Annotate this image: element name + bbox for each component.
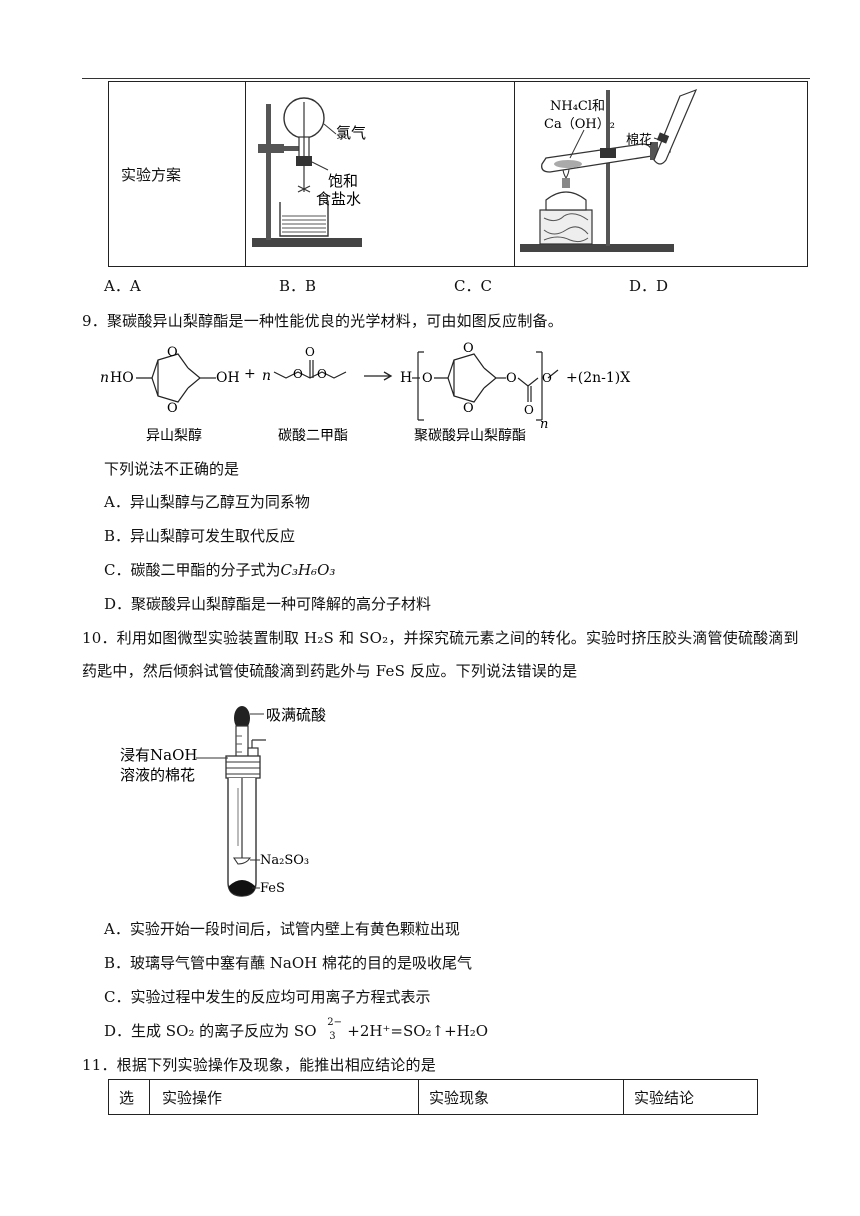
label-fes: FeS: [260, 881, 285, 896]
apparatus-ammonia-figure: NH₄Cl和 Ca（OH）₂ 棉花: [520, 88, 698, 252]
option-8-a[interactable]: A．A: [104, 277, 141, 295]
apparatus-chlorine-figure: 氯气 饱和 食盐水: [252, 97, 366, 247]
svg-text:O: O: [167, 401, 178, 416]
svg-text:O: O: [167, 345, 178, 360]
q9-prompt: 下列说法不正确的是: [104, 460, 240, 478]
label-cotton-c: 棉花: [626, 132, 652, 148]
alcohol-lamp: [545, 191, 587, 211]
svg-text:O: O: [463, 401, 474, 416]
stopper: [225, 755, 261, 779]
q9-option-b[interactable]: B．异山梨醇可发生取代反应: [104, 527, 296, 545]
label-saturated: 饱和: [328, 172, 358, 190]
q11-header-conclusion: 实验结论: [623, 1079, 758, 1115]
svg-text:n: n: [100, 370, 109, 386]
dropper-bulb: [234, 706, 250, 730]
q9-stem: 9．聚碳酸异山梨醇酯是一种性能优良的光学材料，可由如图反应制备。: [82, 312, 563, 330]
label-na2so3: Na₂SO₃: [260, 853, 309, 868]
spatula: [232, 857, 252, 865]
polymer-structure: [412, 351, 559, 421]
label-brine: 食盐水: [316, 190, 361, 208]
q10-option-c[interactable]: C．实验过程中发生的反应均可用离子方程式表示: [104, 988, 431, 1006]
q11-header-option: 选: [108, 1079, 150, 1115]
q9-option-a[interactable]: A．异山梨醇与乙醇互为同系物: [104, 493, 310, 511]
svg-text:O: O: [524, 403, 534, 417]
dmc-structure: [273, 360, 347, 379]
svg-text:O: O: [305, 345, 315, 359]
q10-stem-line2: 药匙中，然后倾斜试管使硫酸滴到药匙外与 FeS 反应。下列说法错误的是: [82, 662, 578, 680]
svg-text:O: O: [463, 341, 474, 356]
stand-rod-c: [606, 90, 610, 246]
row-label-cell: 实验方案: [108, 81, 246, 267]
q11-header-phenomenon: 实验现象: [418, 1079, 624, 1115]
svg-text:n: n: [540, 417, 548, 432]
svg-text:+(2n-1)X: +(2n-1)X: [566, 370, 630, 386]
svg-text:O: O: [317, 367, 327, 381]
stand-base-c: [520, 244, 674, 252]
reaction-arrow: [364, 371, 393, 381]
option-8-d[interactable]: D．D: [629, 277, 669, 295]
label-nh4cl: NH₄Cl和: [550, 99, 605, 114]
label-cotton-solution: 溶液的棉花: [120, 766, 195, 784]
q11-table: 选 实验操作 实验现象 实验结论: [108, 1079, 758, 1115]
isosorbide-structure: [136, 353, 216, 403]
q10-option-a[interactable]: A．实验开始一段时间后，试管内壁上有黄色颗粒出现: [104, 920, 460, 938]
formula-c3h6o3: C₃H₆O₃: [280, 561, 336, 579]
q9-option-d[interactable]: D．聚碳酸异山梨醇酯是一种可降解的高分子材料: [104, 595, 432, 613]
label-caoh2: Ca（OH）₂: [544, 117, 615, 132]
beaker: [279, 202, 329, 237]
q11-stem: 11．根据下列实验操作及现象，能推出相应结论的是: [82, 1056, 436, 1074]
fes-solid: [228, 880, 256, 896]
test-tube: [541, 143, 653, 173]
svg-text:O: O: [506, 371, 517, 386]
caption-polymer: 聚碳酸异山梨醇酯: [414, 427, 526, 444]
svg-text:O: O: [293, 367, 303, 381]
q11-header-operation: 实验操作: [149, 1079, 419, 1115]
stand-rod: [266, 104, 271, 240]
svg-text:HO: HO: [110, 370, 134, 386]
svg-text:n: n: [262, 368, 271, 384]
svg-text:O: O: [422, 371, 433, 386]
q10-stem-line1: 10．利用如图微型实验装置制取 H₂S 和 SO₂，并探究硫元素之间的转化。实验…: [82, 629, 799, 647]
q10-apparatus-figure: 吸满硫酸 浸有NaOH 溶液的棉花 Na₂SO₃ FeS: [120, 706, 326, 897]
stand-base: [252, 238, 362, 247]
header-rule: [82, 78, 810, 79]
q9-reaction-scheme: n HO O O OH + n O O O H O O O: [100, 341, 630, 444]
option-8-c[interactable]: C．C: [454, 277, 492, 295]
q9-option-c[interactable]: C．碳酸二甲酯的分子式为C₃H₆O₃: [104, 561, 336, 579]
label-acid: 吸满硫酸: [266, 706, 326, 724]
caption-dmc: 碳酸二甲酯: [278, 428, 348, 444]
label-chlorine: 氯气: [336, 124, 366, 142]
caption-isosorbide: 异山梨醇: [146, 427, 202, 444]
svg-text:O: O: [542, 371, 552, 385]
label-cotton-naoh: 浸有NaOH: [120, 746, 197, 764]
option-8-b[interactable]: B．B: [279, 277, 317, 295]
sulfite-charge: 2− 3: [327, 1017, 343, 1042]
collecting-tube: [653, 88, 698, 165]
svg-text:OH: OH: [216, 370, 240, 386]
svg-text:H: H: [400, 370, 412, 386]
row-label: 实验方案: [121, 165, 182, 184]
q10-option-d[interactable]: D．生成 SO₂ 的离子反应为 SO 2− 3 +2H⁺=SO₂↑+H₂O: [104, 1017, 489, 1042]
q10-option-b[interactable]: B．玻璃导气管中塞有蘸 NaOH 棉花的目的是吸收尾气: [104, 954, 473, 972]
svg-text:+: +: [244, 366, 256, 382]
